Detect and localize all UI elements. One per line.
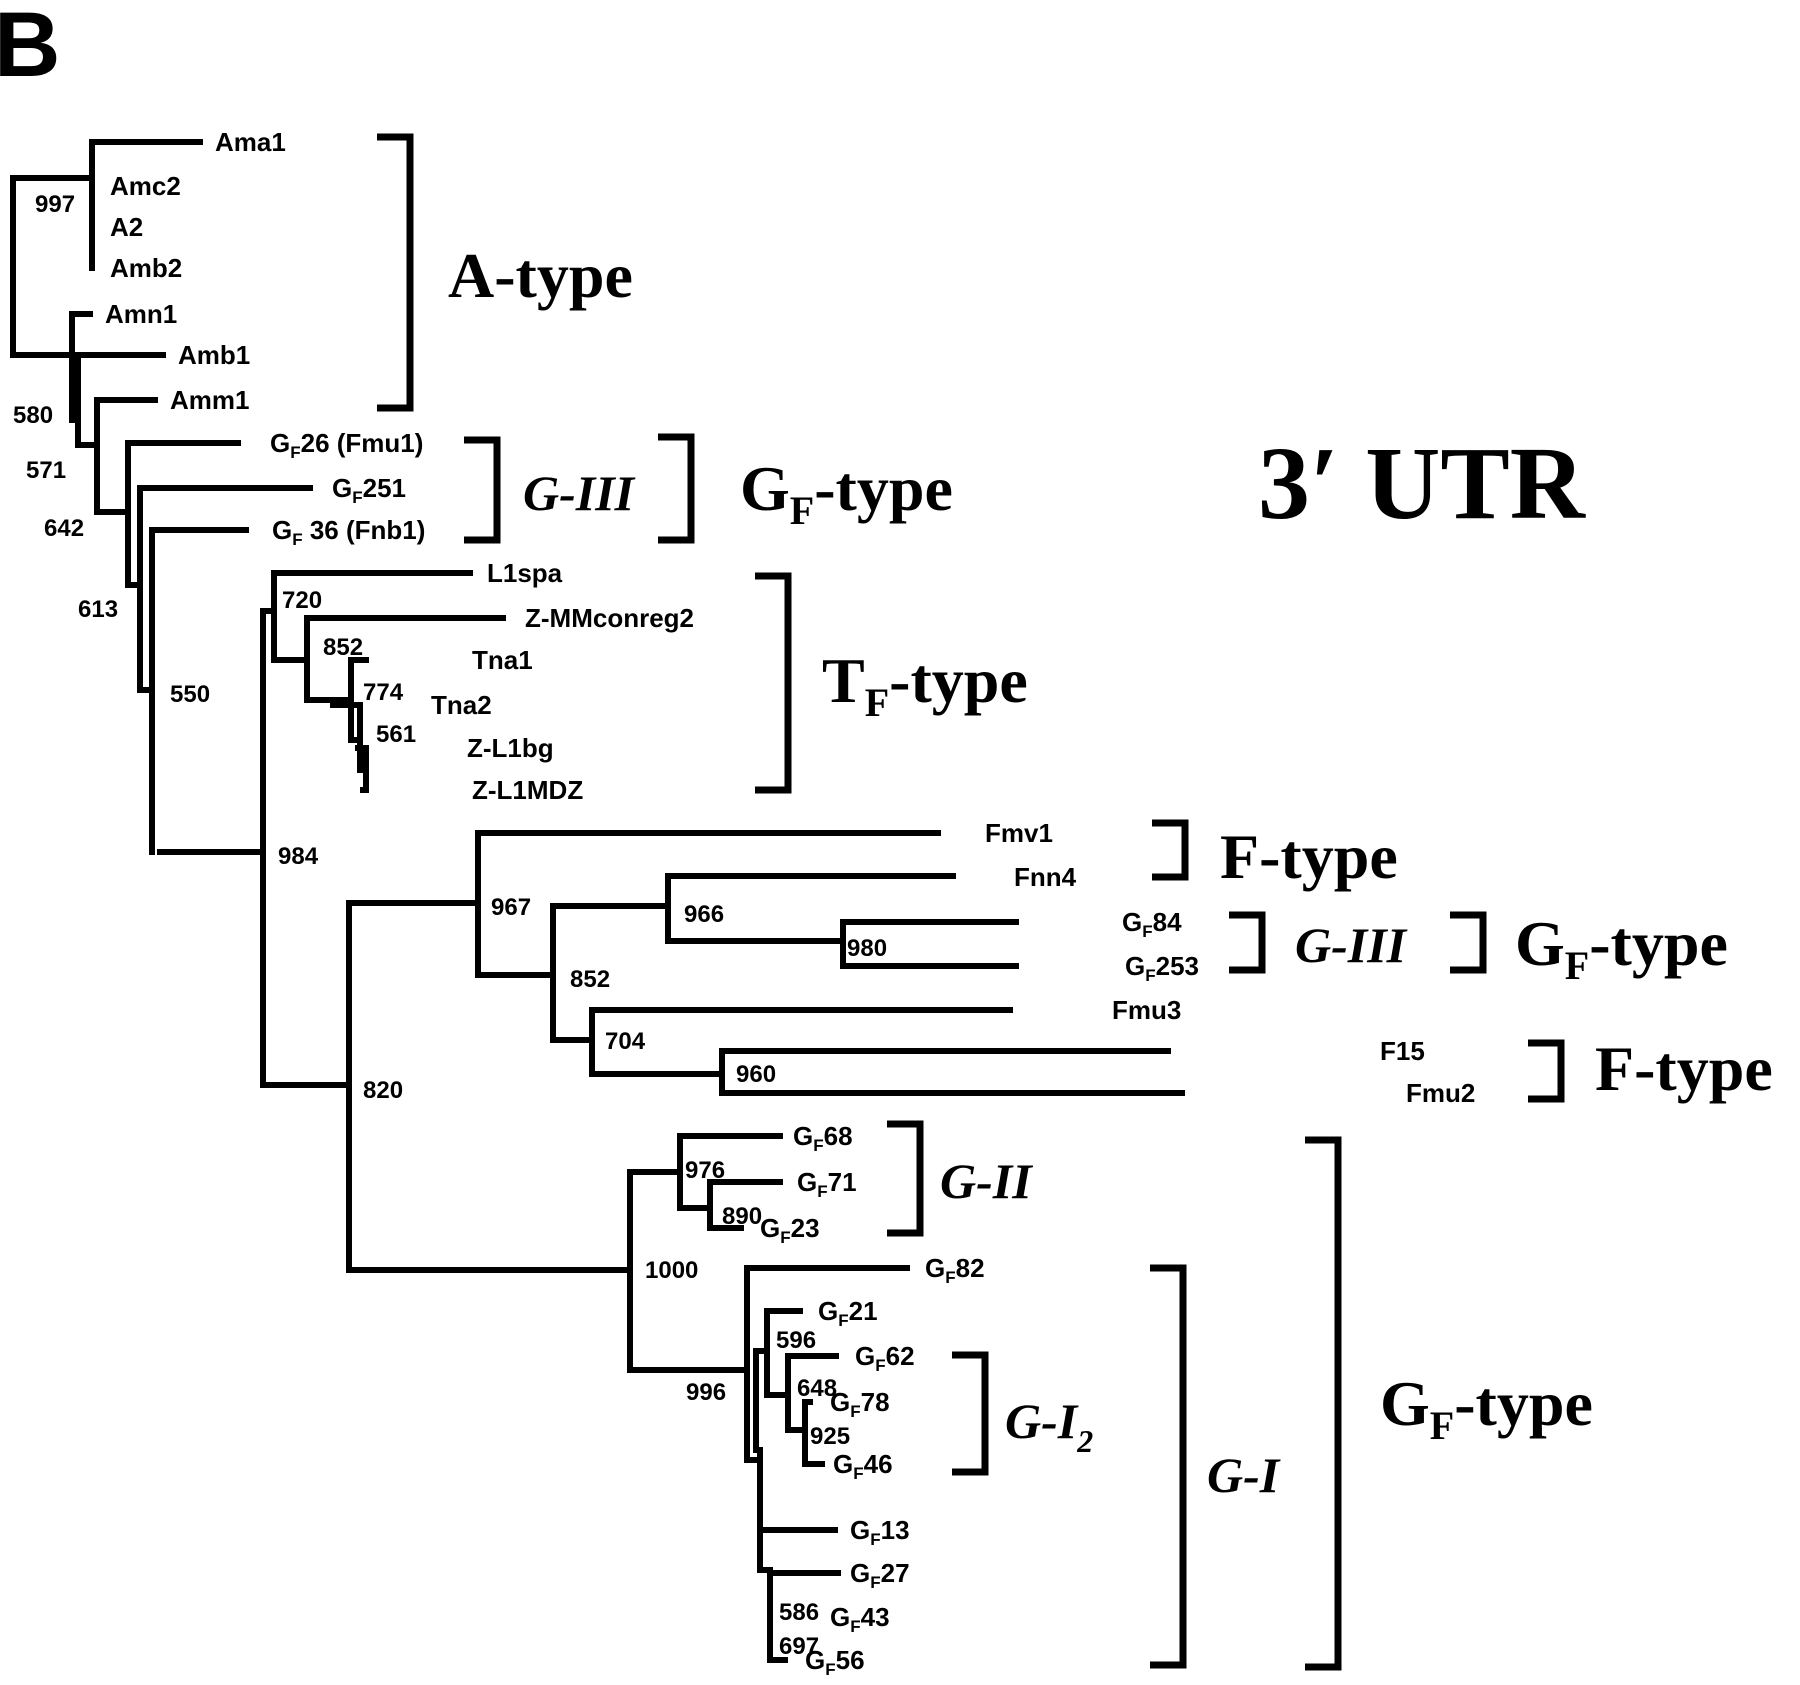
leaf-label: GF26 (Fmu1): [270, 428, 423, 462]
bootstrap-value: 960: [736, 1061, 776, 1088]
leaf-label: GF43: [830, 1602, 890, 1636]
leaf-label: Z-MMconreg2: [525, 603, 694, 633]
bootstrap-value: 984: [278, 843, 319, 870]
leaf-label: L1spa: [487, 558, 563, 588]
leaf-label: Fmu3: [1112, 995, 1181, 1025]
group-label: GF-type: [1515, 908, 1728, 988]
bootstrap-value: 997: [35, 191, 75, 218]
group-bracket: [1152, 819, 1189, 881]
bootstrap-value: 966: [684, 901, 724, 928]
leaf-label: Fmu2: [1406, 1078, 1475, 1108]
leaf-label: GF13: [850, 1515, 910, 1549]
leaf-label: GF78: [830, 1387, 890, 1421]
panel-label: B: [0, 0, 60, 96]
group-bracket: [658, 433, 695, 544]
leaf-label: GF62: [855, 1341, 915, 1375]
bootstrap-value: 852: [570, 966, 610, 993]
bootstrap-value: 852: [323, 634, 363, 661]
leaf-label: GF23: [760, 1213, 820, 1247]
group-bracket: [1150, 1264, 1187, 1669]
group-label: F-type: [1220, 821, 1398, 892]
leaf-label: GF56: [805, 1645, 865, 1679]
leaf-label: Tna2: [431, 690, 492, 720]
bootstrap-value: 586: [779, 1599, 819, 1626]
group-label: G-I: [1207, 1447, 1281, 1503]
bootstrap-value: 550: [170, 681, 210, 708]
group-label: G-I2: [1005, 1393, 1093, 1459]
bootstrap-value: 580: [13, 402, 53, 429]
group-bracket: [887, 1120, 924, 1237]
bootstrap-value: 596: [776, 1327, 816, 1354]
leaf-label: Amn1: [105, 299, 177, 329]
bootstrap-value: 642: [44, 515, 84, 542]
leaf-label: GF27: [850, 1558, 910, 1592]
bootstrap-value: 613: [78, 596, 118, 623]
group-bracket: [952, 1351, 989, 1476]
group-label: A-type: [448, 240, 633, 311]
group-bracket: [755, 572, 792, 794]
bootstrap-value: 1000: [645, 1257, 698, 1284]
tree-branches: [10, 139, 1185, 1663]
group-bracket: [377, 133, 414, 412]
group-bracket: [1229, 911, 1266, 974]
leaf-label: Ama1: [215, 127, 286, 157]
leaf-label: Amb2: [110, 253, 182, 283]
bootstrap-value: 980: [847, 935, 887, 962]
leaf-label: Tna1: [472, 645, 533, 675]
bootstrap-value: 561: [376, 721, 416, 748]
bootstrap-value: 996: [686, 1379, 726, 1406]
leaf-label: GF 36 (Fnb1): [272, 515, 425, 549]
leaf-label: GF68: [793, 1121, 853, 1155]
leaf-label: GF253: [1125, 951, 1199, 985]
leaf-label: Z-L1bg: [467, 733, 554, 763]
group-label: G-III: [1295, 917, 1408, 973]
bootstrap-value: 704: [605, 1028, 646, 1055]
bootstrap-value: 648: [797, 1375, 837, 1402]
group-bracket: [1528, 1039, 1565, 1103]
group-label: F-type: [1595, 1033, 1773, 1104]
leaf-label: A2: [110, 212, 143, 242]
bootstrap-value: 976: [685, 1157, 725, 1184]
bootstrap-value: 720: [282, 587, 322, 614]
leaf-label: Fnn4: [1014, 862, 1077, 892]
bootstrap-value: 967: [491, 894, 531, 921]
group-bracket: [464, 436, 501, 544]
group-bracket: [1450, 911, 1487, 974]
bootstrap-value: 571: [26, 457, 66, 484]
group-label: G-III: [523, 465, 636, 521]
group-label: TF-type: [822, 645, 1028, 725]
bootstrap-value: 925: [810, 1423, 850, 1450]
bootstrap-value: 890: [722, 1203, 762, 1230]
leaf-label: GF46: [833, 1449, 893, 1483]
leaf-label: Fmv1: [985, 818, 1053, 848]
bootstrap-value: 774: [363, 679, 404, 706]
group-label: GF-type: [740, 453, 953, 533]
leaf-label: GF82: [925, 1253, 985, 1287]
leaf-label: F15: [1380, 1036, 1425, 1066]
leaf-label: Amb1: [178, 340, 250, 370]
leaf-label: Amm1: [170, 385, 249, 415]
group-label: G-II: [940, 1153, 1033, 1209]
leaf-label: Z-L1MDZ: [472, 775, 583, 805]
group-label: GF-type: [1380, 1368, 1593, 1448]
figure-title: 3′ UTR: [1258, 426, 1587, 541]
leaf-label: GF71: [797, 1167, 857, 1201]
leaf-label: GF84: [1122, 907, 1182, 941]
leaf-label: GF251: [332, 473, 406, 507]
bootstrap-value: 820: [363, 1077, 403, 1104]
leaf-label: Amc2: [110, 171, 181, 201]
bootstrap-value: 697: [779, 1633, 819, 1660]
leaf-label: GF21: [818, 1296, 878, 1330]
group-bracket: [1305, 1136, 1342, 1671]
